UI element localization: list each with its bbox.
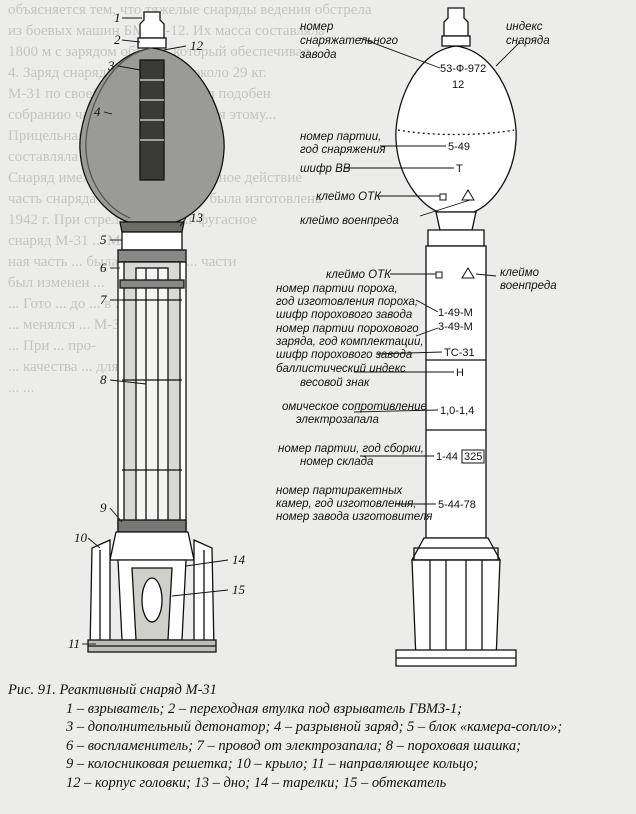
legend-line-2: 3 – дополнительный детонатор; 4 – разрыв…	[66, 719, 563, 735]
label-charge: номер партии порохового	[276, 323, 419, 335]
label-powder: номер партии пороха,	[276, 283, 398, 295]
callout-2: 2	[114, 32, 121, 47]
legend-line-3: 6 – воспламенитель; 7 – провод от электр…	[66, 737, 521, 754]
label-plant-2: снаряжательного	[300, 35, 399, 47]
label-plant-3: завода	[299, 49, 337, 61]
label-chamber-2: камер, год изготовления,	[276, 498, 416, 510]
marking-assembly: 1-44	[436, 451, 458, 463]
marking-weight: Н	[456, 367, 464, 379]
marking-charge: 3-49-М	[438, 321, 473, 333]
callout-10: 10	[74, 530, 88, 545]
label-assembly-2: номер склада	[300, 456, 373, 468]
label-weight: весовой знак	[300, 377, 370, 389]
otk-stamp-2-icon	[435, 271, 443, 279]
marking-plant: 12	[452, 79, 464, 91]
label-ballistic: баллистический индекс	[276, 363, 406, 375]
left-numbers: 1 2 12 3 4 13 5 6 7 8 9 10 14 15 11	[68, 10, 246, 651]
callout-15: 15	[232, 582, 246, 597]
callout-12: 12	[190, 38, 204, 53]
label-index-2: снаряда	[506, 35, 550, 47]
callout-5: 5	[100, 232, 107, 247]
label-charge-3: шифр порохового завода	[276, 349, 412, 361]
label-powder-2: год изготовления пороха,	[276, 296, 418, 308]
right-labels: номер снаряжательного завода индекс снар…	[275, 21, 557, 523]
label-powder-3: шифр порохового завода	[276, 309, 412, 321]
label-batch-year: номер партии,	[300, 131, 381, 143]
label-resistance-2: электрозапала	[296, 414, 379, 426]
left-cutaway	[79, 11, 225, 653]
right-markings: 53-Ф-972 12 5-49 Т 1-49-М 3-49-М ТС-31 Н…	[435, 63, 486, 511]
label-batch-year-2: год снаряжения	[300, 144, 386, 156]
callout-8: 8	[100, 372, 107, 387]
callout-6: 6	[100, 260, 107, 275]
marking-powder: 1-49-М	[438, 307, 473, 319]
marking-resistance: 1,0-1,4	[440, 405, 474, 417]
marking-ballistic: ТС-31	[444, 347, 475, 359]
label-military: клеймо военпреда	[300, 215, 399, 227]
legend-line-5: 12 – корпус головки; 13 – дно; 14 – таре…	[66, 774, 447, 791]
label-index: индекс	[506, 21, 543, 33]
right-exterior	[395, 7, 517, 667]
legend-line-4: 9 – колосниковая решетка; 10 – крыло; 11…	[66, 756, 479, 772]
callout-1: 1	[114, 10, 121, 25]
marking-chamber: 5-44-78	[438, 499, 476, 511]
marking-explosive: Т	[456, 163, 463, 175]
label-chamber: номер партиракетных	[276, 485, 404, 497]
callout-7: 7	[100, 292, 107, 307]
label-chamber-3: номер завода изготовителя	[276, 511, 432, 523]
label-explosive: шифр ВВ	[300, 163, 351, 175]
callout-9: 9	[100, 500, 107, 515]
label-military-2: клеймо	[500, 267, 540, 279]
marking-warehouse: 325	[464, 451, 482, 463]
marking-index: 53-Ф-972	[440, 63, 486, 75]
military-stamp-2-icon	[461, 267, 475, 279]
otk-stamp-icon	[439, 193, 447, 201]
marking-batch: 5-49	[448, 141, 470, 153]
rocket-drawing: 1 2 12 3 4 13 5 6 7 8 9 10 14 15 11	[68, 7, 557, 667]
callout-14: 14	[232, 552, 246, 567]
callout-11: 11	[68, 636, 80, 651]
label-military-2b: военпреда	[500, 280, 557, 292]
label-plant: номер	[300, 21, 334, 33]
legend-line-1: 1 – взрыватель; 2 – переходная втулка по…	[66, 700, 463, 717]
label-assembly: номер партии, год сборки,	[278, 443, 424, 455]
callout-3: 3	[107, 58, 115, 73]
label-charge-2: заряда, год комплектации,	[275, 336, 424, 348]
label-resistance: омическое сопротивление	[282, 401, 427, 413]
label-otk: клеймо ОТК	[316, 191, 382, 203]
label-otk-2: клеймо ОТК	[326, 269, 392, 281]
figure-caption: Рис. 91. Реактивный снаряд М-31 1 – взры…	[8, 681, 628, 792]
military-stamp-icon	[461, 189, 475, 201]
left-leaders	[82, 17, 229, 645]
caption-title: Рис. 91. Реактивный снаряд М-31	[8, 682, 217, 698]
callout-4: 4	[94, 104, 101, 119]
callout-13: 13	[190, 210, 204, 225]
right-leaders	[344, 37, 521, 505]
